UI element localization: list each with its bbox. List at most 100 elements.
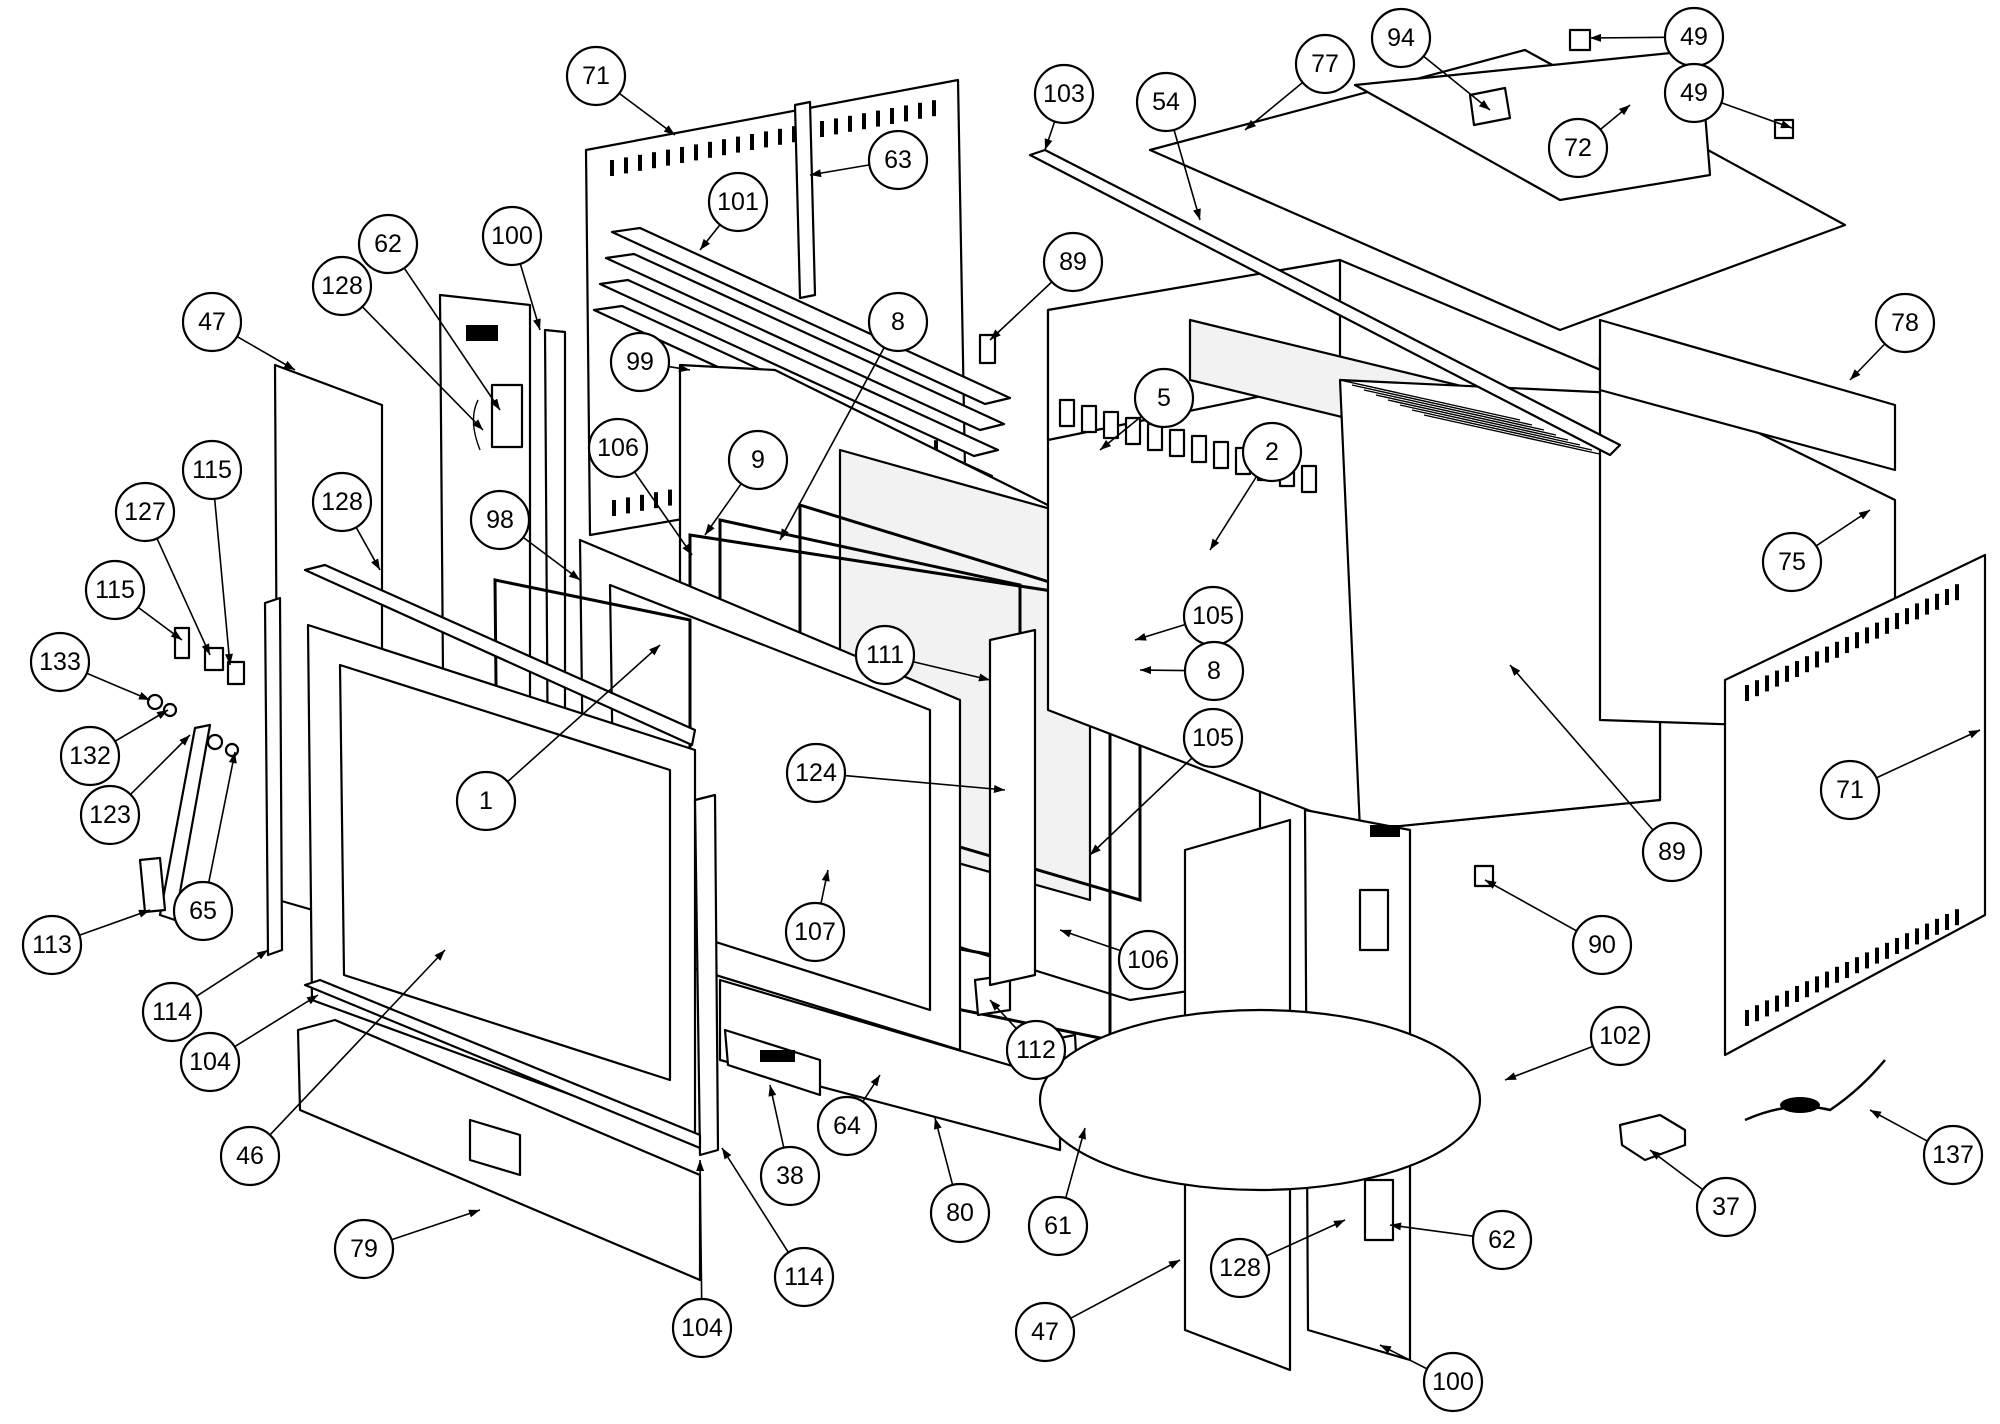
- callout-label: 123: [89, 801, 131, 829]
- leader-line: [1589, 36, 1666, 39]
- remote-37: [1618, 1113, 1687, 1162]
- vent-slot: [1835, 966, 1839, 983]
- leader-arrowhead: [1100, 439, 1112, 450]
- vent-slot: [1935, 593, 1939, 610]
- callout-c98: 98: [469, 489, 531, 551]
- leader-arrowhead: [468, 1209, 480, 1218]
- vent-slot: [862, 113, 866, 130]
- leader-arrowhead: [1140, 666, 1152, 675]
- callout-label: 78: [1891, 309, 1919, 337]
- callout-label: 89: [1059, 248, 1087, 276]
- vent-slot: [708, 141, 712, 158]
- callout-c79: 79: [333, 1218, 395, 1280]
- leader-line: [1089, 757, 1193, 856]
- callout-label: 71: [1836, 776, 1864, 804]
- leader-line: [913, 660, 991, 681]
- leader-arrowhead: [993, 785, 1005, 793]
- callout-label: 111: [866, 641, 904, 669]
- callout-c47b: 47: [1014, 1301, 1076, 1363]
- callout-bubble: [84, 559, 146, 621]
- callout-bubble: [455, 770, 517, 832]
- callout-bubble: [565, 45, 627, 107]
- callout-c64: 64: [816, 1095, 878, 1157]
- leader-line: [213, 498, 231, 666]
- vent-slot: [612, 500, 616, 516]
- callout-label: 72: [1564, 134, 1592, 162]
- leader-line: [1423, 55, 1491, 111]
- callout-bubble: [1819, 759, 1881, 821]
- vent-slot: [652, 152, 656, 169]
- leader-arrowhead: [700, 238, 710, 250]
- callout-c133: 133: [29, 631, 91, 693]
- callout-bubble: [357, 213, 419, 275]
- leader-line: [403, 267, 501, 411]
- callout-bubble: [1014, 1301, 1076, 1363]
- callout-c132: 132: [59, 725, 121, 787]
- callout-label: 105: [1192, 602, 1234, 630]
- callout-label: 128: [321, 272, 363, 300]
- leader-line: [844, 774, 1006, 791]
- callout-label: 5: [1157, 384, 1171, 412]
- callout-label: 127: [124, 498, 166, 526]
- bottom-strip-104: [303, 978, 702, 1150]
- leader-arrowhead: [1780, 120, 1792, 129]
- ash-panel-79: [296, 1018, 702, 1282]
- vent-slot: [1955, 909, 1959, 926]
- callout-label: 63: [884, 146, 912, 174]
- callout-c107: 107: [784, 901, 846, 963]
- grate-bar: [1351, 384, 1533, 426]
- vent-slot: [1935, 918, 1939, 935]
- callout-bubble: [1422, 1351, 1484, 1413]
- callout-label: 101: [717, 188, 759, 216]
- leader-line: [1504, 1045, 1594, 1081]
- leader-arrowhead: [283, 361, 295, 370]
- callout-c103: 103: [1033, 63, 1095, 125]
- leader-line: [234, 994, 319, 1048]
- hardware-cluster: [138, 626, 246, 922]
- vent-slot: [1755, 1005, 1759, 1022]
- vent-slot: [1885, 942, 1889, 959]
- callout-label: 8: [1207, 657, 1221, 685]
- callout-c106a: 106: [587, 417, 649, 479]
- vent-slot: [1785, 990, 1789, 1007]
- clip-49-a: [1568, 28, 1592, 52]
- body-slot: [1124, 416, 1142, 446]
- callout-c65: 65: [172, 880, 234, 942]
- side-strip-114-left: [263, 596, 284, 957]
- callout-bubble: [1135, 71, 1197, 133]
- callout-c100a: 100: [481, 205, 543, 267]
- callout-c71b: 71: [1819, 759, 1881, 821]
- leader-arrowhead: [228, 752, 237, 764]
- callout-bubble: [181, 291, 243, 353]
- callout-bubble: [707, 171, 769, 233]
- leader-line: [1389, 1224, 1474, 1237]
- vent-slot: [666, 149, 670, 166]
- callout-bubble: [867, 291, 929, 353]
- callout-label: 38: [776, 1162, 804, 1190]
- leader-arrowhead: [682, 543, 692, 555]
- leader-arrowhead: [990, 1000, 1001, 1011]
- callout-c104a: 104: [179, 1031, 241, 1093]
- callout-label: 106: [1127, 946, 1169, 974]
- leader-arrowhead: [1168, 1260, 1180, 1269]
- callout-label: 61: [1044, 1212, 1072, 1240]
- vent-slot: [1915, 603, 1919, 620]
- leader-line: [391, 1209, 481, 1241]
- callout-c49b: 49: [1663, 62, 1725, 124]
- callout-label: 77: [1311, 50, 1339, 78]
- callout-label: 94: [1387, 24, 1415, 52]
- callout-c89b: 89: [1641, 821, 1703, 883]
- vent-slot: [1835, 641, 1839, 658]
- callout-c137: 137: [1922, 1124, 1984, 1186]
- callout-label: 104: [189, 1048, 231, 1076]
- vent-slot: [668, 489, 672, 506]
- callout-bubble: [784, 901, 846, 963]
- callout-label: 100: [1432, 1368, 1474, 1396]
- callout-label: 104: [681, 1314, 723, 1342]
- callout-c49a: 49: [1663, 6, 1725, 68]
- callout-bubble: [141, 981, 203, 1043]
- callout-c8b: 8: [1183, 640, 1245, 702]
- body-slot: [1212, 440, 1230, 470]
- leader-arrowhead: [696, 1160, 705, 1172]
- grate-bar: [1375, 394, 1557, 436]
